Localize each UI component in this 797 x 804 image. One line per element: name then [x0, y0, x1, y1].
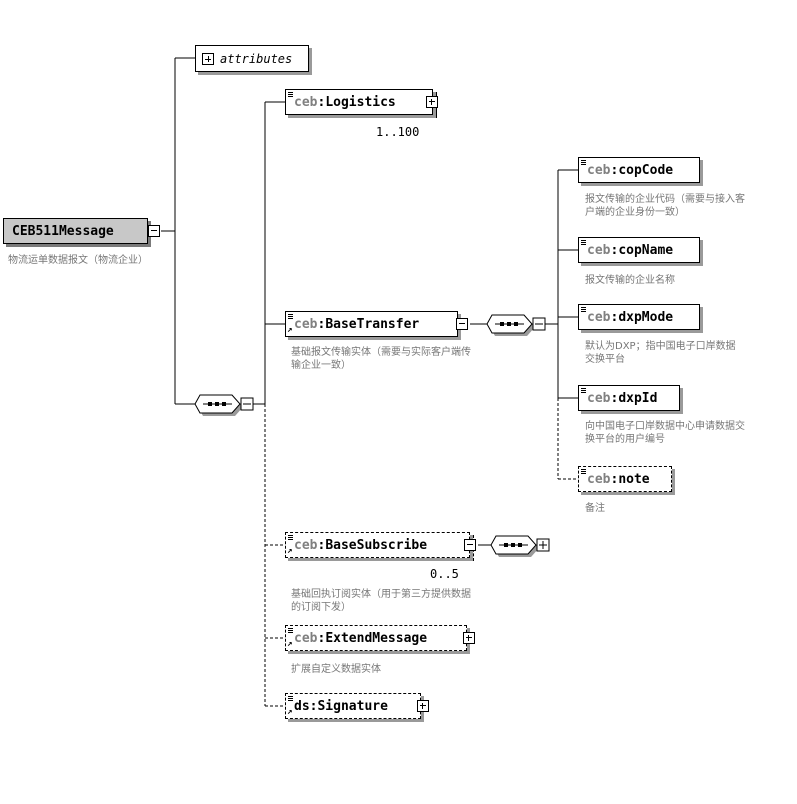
dxpid-name: dxpId [618, 390, 658, 406]
dxpmode-prefix: ceb [587, 309, 611, 325]
collapse-basetransfer-icon[interactable] [456, 318, 468, 330]
dxpmode-element-box[interactable]: ceb:dxpMode [578, 304, 700, 330]
extendmessage-annotation: 扩展自定义数据实体 [291, 664, 381, 675]
dxpid-element-box[interactable]: ceb:dxpId [578, 385, 680, 411]
logistics-element-box[interactable]: ceb:Logistics [285, 89, 433, 115]
content-lines-icon [288, 535, 293, 540]
copcode-annotation: 报文传输的企业代码（需要与接入客户端的企业身份一致） [585, 194, 745, 218]
reference-arrow-icon: ↗ [287, 639, 293, 649]
basetransfer-prefix: ceb [294, 316, 318, 332]
dxpid-annotation: 向中国电子口岸数据中心申请数据交换平台的用户编号 [585, 421, 745, 445]
root-element-box[interactable]: CEB511Message [3, 218, 148, 244]
copcode-element-box[interactable]: ceb:copCode [578, 157, 700, 183]
reference-arrow-icon: ↗ [287, 707, 293, 717]
copname-prefix: ceb [587, 242, 611, 258]
expand-attributes-icon[interactable] [202, 52, 214, 65]
content-lines-icon [581, 240, 586, 245]
basesubscribe-annotation: 基础回执订阅实体（用于第三方提供数据的订阅下发） [291, 589, 471, 613]
attributes-box[interactable]: attributes [195, 45, 309, 72]
extendmessage-element-box[interactable]: ↗ ceb:ExtendMessage [285, 625, 467, 651]
signature-element-box[interactable]: ↗ ds:Signature [285, 693, 421, 719]
copname-name: copName [618, 242, 674, 258]
basesubscribe-name: BaseSubscribe [325, 537, 428, 553]
note-name: note [618, 471, 650, 487]
dxpid-prefix: ceb [587, 390, 611, 406]
root-annotation: 物流运单数据报文（物流企业） [8, 255, 148, 266]
collapse-toggle-icon[interactable] [148, 225, 160, 237]
sequence-compositor-main[interactable] [194, 394, 254, 416]
sequence-compositor-basetransfer[interactable] [486, 314, 546, 336]
basetransfer-annotation: 基础报文传输实体（需要与实际客户端传输企业一致） [291, 347, 471, 371]
content-lines-icon [581, 388, 586, 393]
basetransfer-element-box[interactable]: ↗ ceb:BaseTransfer [285, 311, 458, 337]
note-prefix: ceb [587, 471, 611, 487]
attributes-label: attributes [220, 51, 293, 66]
signature-name: Signature [317, 698, 388, 714]
dxpmode-name: dxpMode [618, 309, 674, 325]
copcode-name: copCode [618, 162, 674, 178]
logistics-name: Logistics [325, 94, 396, 110]
content-lines-icon [288, 92, 293, 97]
logistics-cardinality: 1..100 [376, 125, 420, 139]
content-lines-icon [288, 314, 293, 319]
expand-extendmessage-icon[interactable] [463, 632, 475, 644]
basesubscribe-element-box[interactable]: ↗ ceb:BaseSubscribe [285, 532, 470, 558]
copname-element-box[interactable]: ceb:copName [578, 237, 700, 263]
expand-signature-icon[interactable] [417, 700, 429, 712]
note-annotation: 备注 [585, 503, 605, 514]
content-lines-icon [288, 628, 293, 633]
basetransfer-name: BaseTransfer [325, 316, 420, 332]
copcode-prefix: ceb [587, 162, 611, 178]
content-lines-icon [288, 696, 293, 701]
signature-prefix: ds [294, 698, 310, 714]
content-lines-icon [581, 469, 586, 474]
content-lines-icon [581, 160, 586, 165]
basesubscribe-cardinality: 0..5 [430, 567, 459, 581]
content-lines-icon [581, 307, 586, 312]
extendmessage-prefix: ceb [294, 630, 318, 646]
reference-arrow-icon: ↗ [287, 325, 293, 335]
expand-logistics-icon[interactable] [426, 96, 438, 108]
basesubscribe-prefix: ceb [294, 537, 318, 553]
copname-annotation: 报文传输的企业名称 [585, 275, 675, 286]
logistics-prefix: ceb [294, 94, 318, 110]
sequence-compositor-basesubscribe[interactable] [490, 535, 550, 557]
root-element-name: CEB511Message [12, 223, 114, 239]
dxpmode-annotation: 默认为DXP；指中国电子口岸数据交换平台 [585, 341, 736, 365]
collapse-basesubscribe-icon[interactable] [464, 539, 476, 551]
reference-arrow-icon: ↗ [287, 546, 293, 556]
note-element-box[interactable]: ceb:note [578, 466, 672, 492]
extendmessage-name: ExtendMessage [325, 630, 428, 646]
